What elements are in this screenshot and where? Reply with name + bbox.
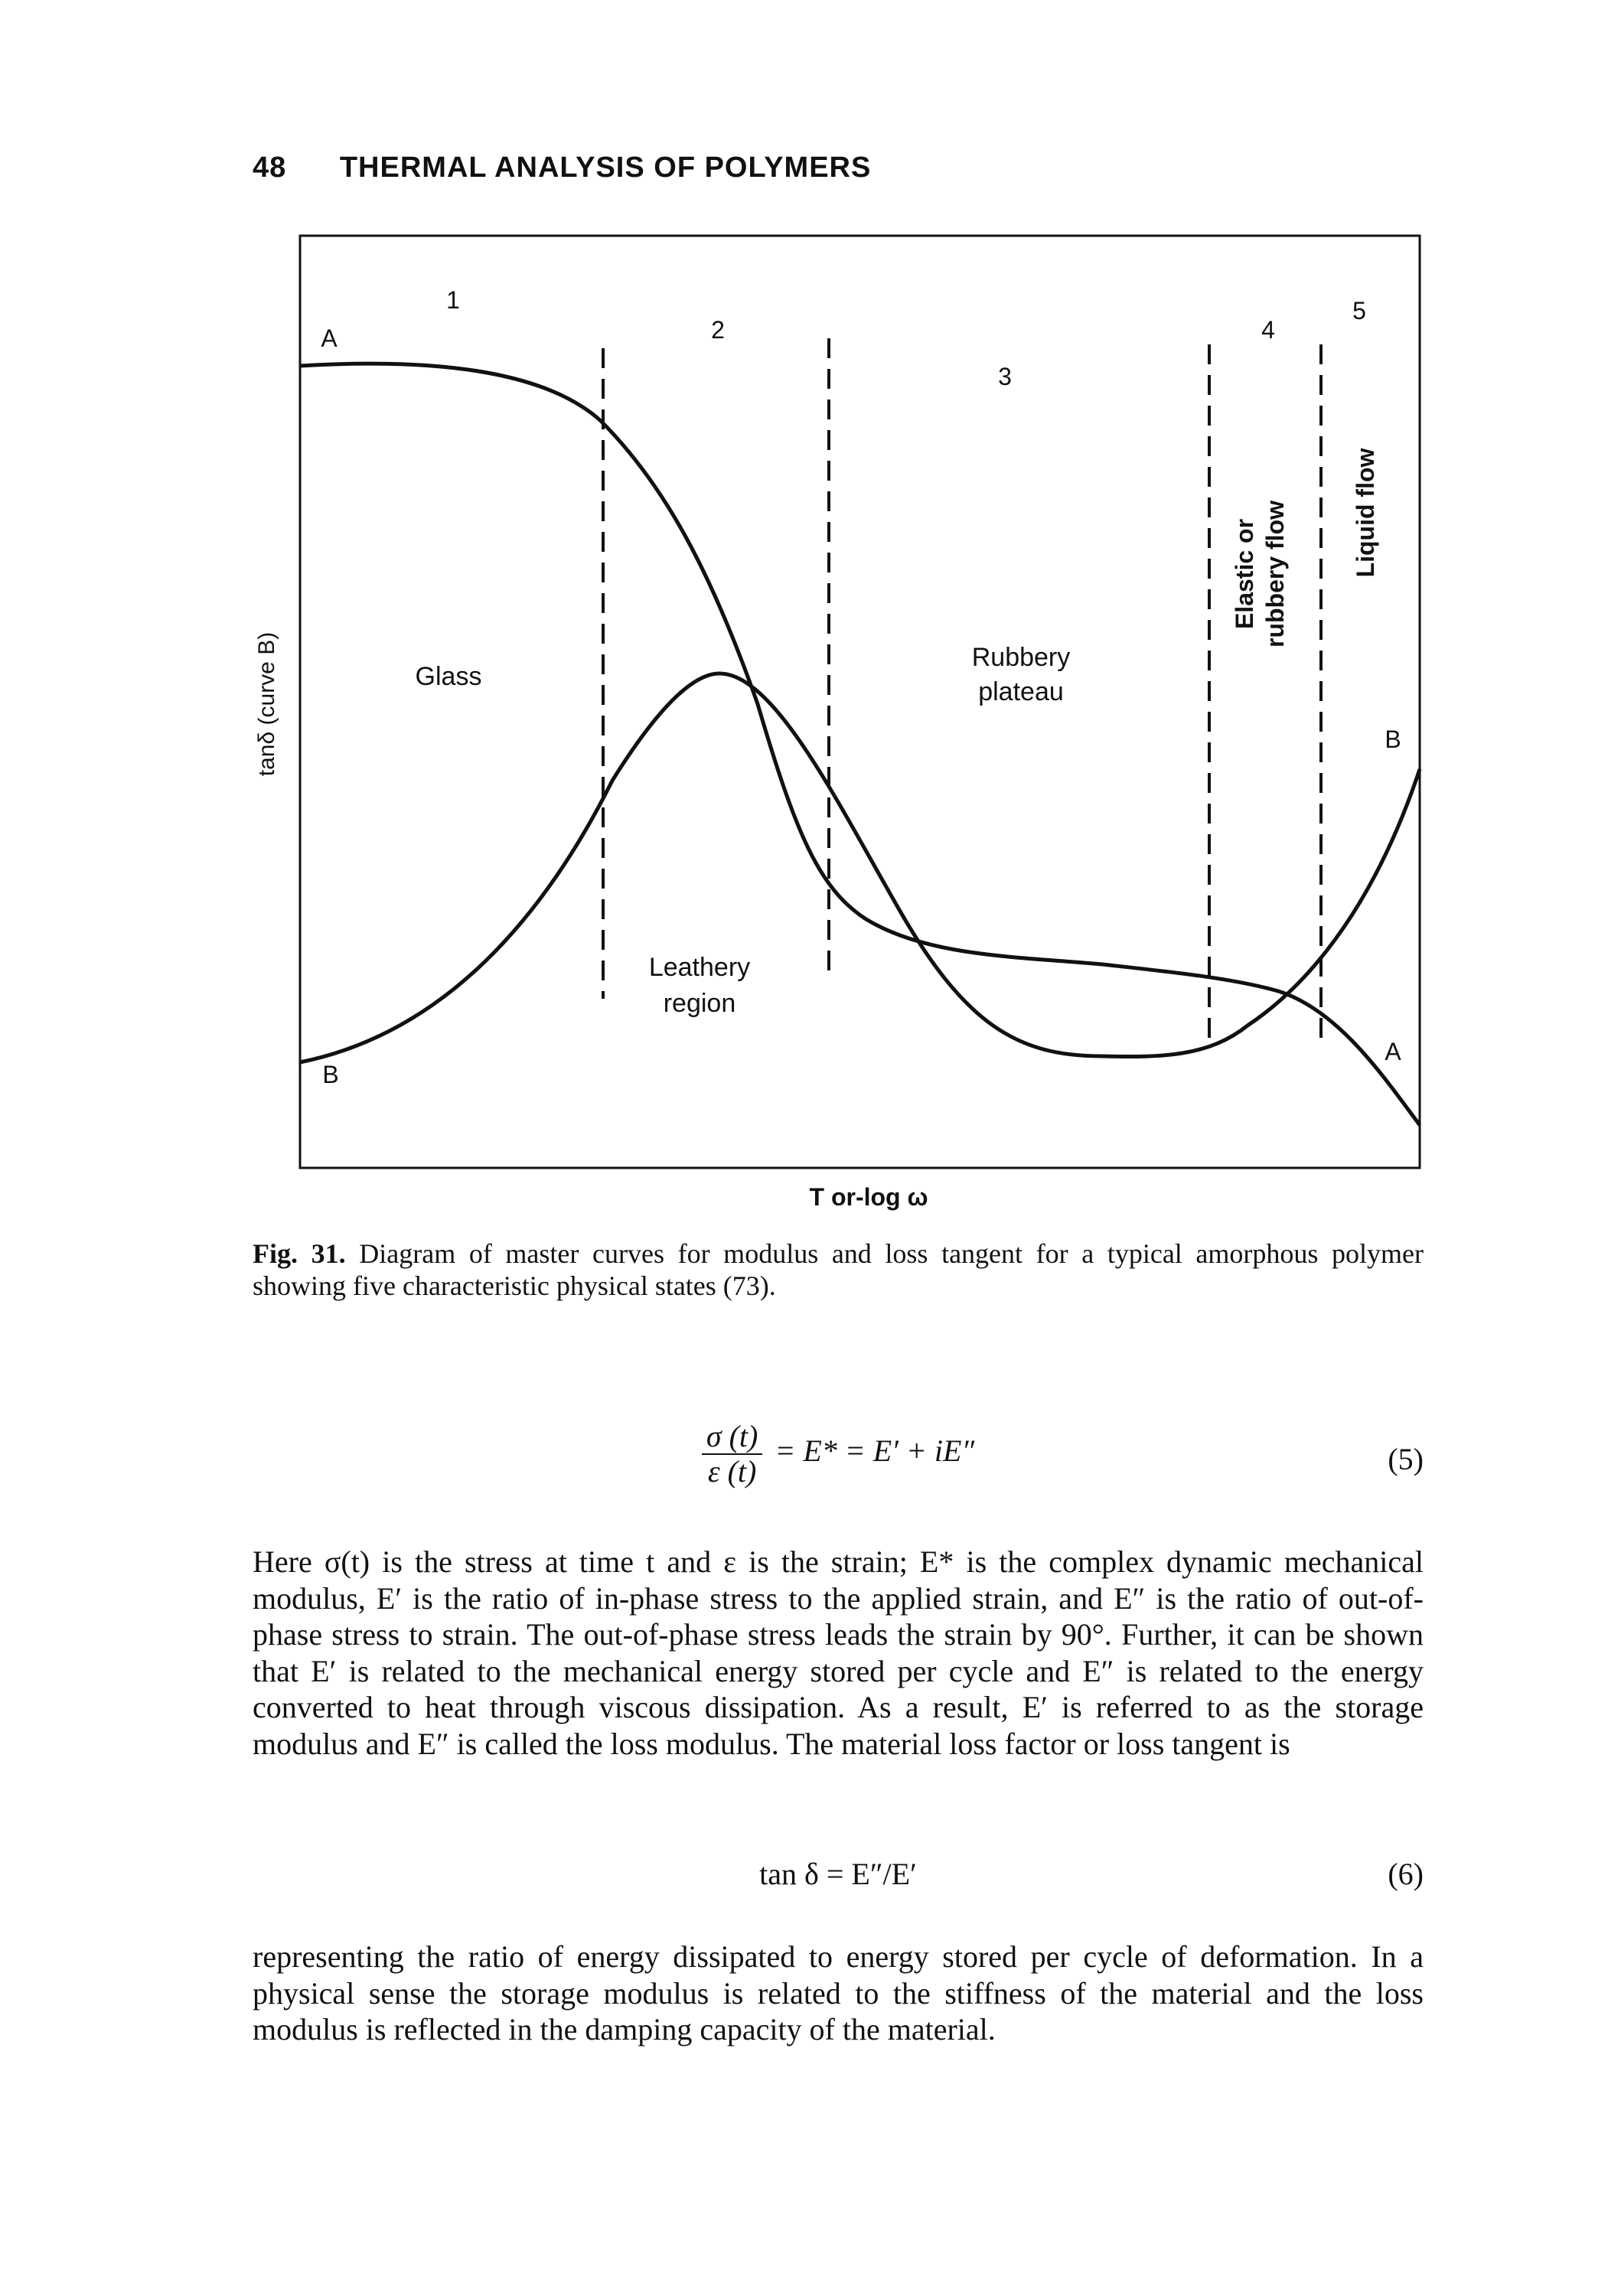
label-glass: Glass xyxy=(416,662,482,691)
curve-a-start-label: A xyxy=(321,325,338,352)
label-elastic-line1: Elastic or xyxy=(1231,519,1258,629)
curve-a-modulus xyxy=(299,361,1422,1127)
page-number: 48 xyxy=(253,152,287,184)
equation-6-number: (6) xyxy=(1388,1857,1424,1891)
x-axis-label: T or-log ω xyxy=(810,1183,928,1211)
label-leathery-line2: region xyxy=(664,989,736,1018)
equation-5-numerator: σ (t) xyxy=(701,1420,763,1455)
equation-5-number: (5) xyxy=(1388,1442,1424,1476)
plot-frame xyxy=(298,234,1421,1169)
master-curve-diagram: tanδ (curve B) 1 2 3 4 5 A B B A Glass L… xyxy=(254,234,1422,1211)
running-title: THERMAL ANALYSIS OF POLYMERS xyxy=(339,152,872,184)
paragraph-2: representing the ratio of energy dissipa… xyxy=(253,1939,1424,2047)
equation-6: tan δ = E″/E′ (6) xyxy=(253,1856,1424,1902)
equation-5: σ (t) ε (t) = E* = E′ + iE″ (5) xyxy=(253,1420,1424,1496)
label-rubbery-line2: plateau xyxy=(978,677,1064,706)
region-number-2: 2 xyxy=(711,316,725,344)
label-elastic-line2: rubbery flow xyxy=(1261,501,1289,647)
region-number-4: 4 xyxy=(1261,316,1275,344)
equation-5-fraction: σ (t) ε (t) xyxy=(701,1420,763,1489)
curve-b-end-label: B xyxy=(1385,726,1401,753)
equation-5-rhs: = E* = E′ + iE″ xyxy=(775,1433,975,1469)
label-rubbery-line1: Rubbery xyxy=(972,643,1071,672)
label-leathery-line1: Leathery xyxy=(649,953,750,982)
curve-a-end-label: A xyxy=(1385,1038,1401,1065)
region-number-5: 5 xyxy=(1352,297,1366,325)
label-liquid-flow: Liquid flow xyxy=(1352,448,1379,577)
paragraph-1: Here σ(t) is the stress at time t and ε … xyxy=(253,1544,1424,1761)
equation-5-denominator: ε (t) xyxy=(707,1454,757,1489)
curve-b-start-label: B xyxy=(322,1061,338,1088)
caption-label: Fig. 31. xyxy=(253,1238,346,1269)
running-head: 48 THERMAL ANALYSIS OF POLYMERS xyxy=(253,152,871,184)
region-number-3: 3 xyxy=(998,363,1012,390)
caption-text: Diagram of master curves for modulus and… xyxy=(253,1238,1424,1301)
equation-6-expression: tan δ = E″/E′ xyxy=(759,1857,917,1891)
figure-caption: Fig. 31. Diagram of master curves for mo… xyxy=(253,1238,1424,1302)
curve-b-tan-delta xyxy=(299,671,1422,1065)
region-number-1: 1 xyxy=(446,286,460,314)
y-axis-label: tanδ (curve B) xyxy=(254,632,279,776)
